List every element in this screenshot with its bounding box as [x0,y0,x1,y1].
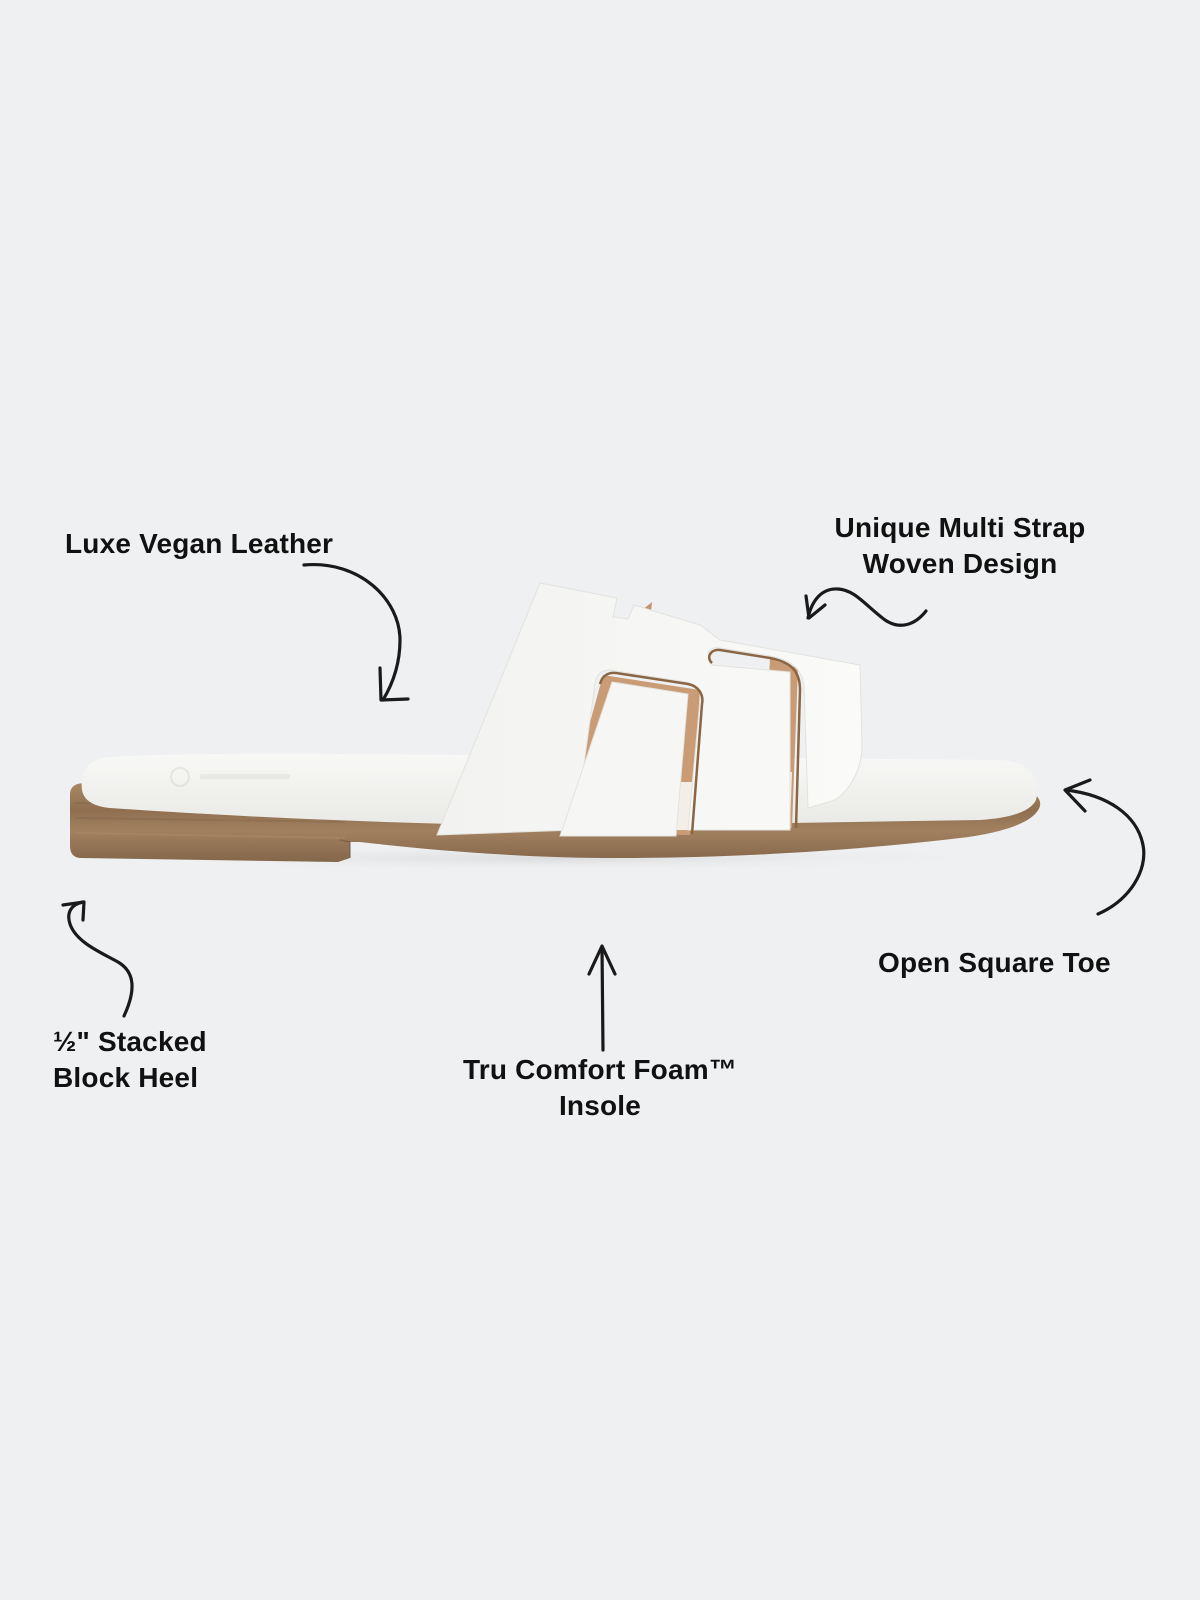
callout-luxe-vegan-leather: Luxe Vegan Leather [65,526,333,562]
callout-text: ½" Stacked [53,1026,207,1057]
callout-stacked-block-heel: ½" Stacked Block Heel [53,1024,207,1096]
callout-text: Woven Design [862,548,1058,579]
callout-multi-strap-woven-design: Unique Multi Strap Woven Design [800,510,1120,582]
callout-text: Block Heel [53,1062,199,1093]
multi-strap-upper [436,582,863,837]
arrow-luxe-vegan-leather-icon [302,563,410,702]
arrow-multi-strap-icon [804,587,928,627]
arrow-open-toe-icon [1063,778,1146,916]
callout-text: Luxe Vegan Leather [65,528,334,559]
arrow-stacked-heel-icon [61,900,134,1018]
callout-tru-comfort-foam-insole: Tru Comfort Foam™ Insole [440,1052,760,1124]
callout-text: Tru Comfort Foam™ [462,1054,738,1085]
callout-text: Open Square Toe [878,947,1111,978]
arrow-insole-icon [587,944,617,1052]
callout-text: Insole [558,1090,642,1121]
callout-open-square-toe: Open Square Toe [878,945,1111,981]
callout-text: Unique Multi Strap [834,512,1086,543]
insole-logo [170,767,290,787]
